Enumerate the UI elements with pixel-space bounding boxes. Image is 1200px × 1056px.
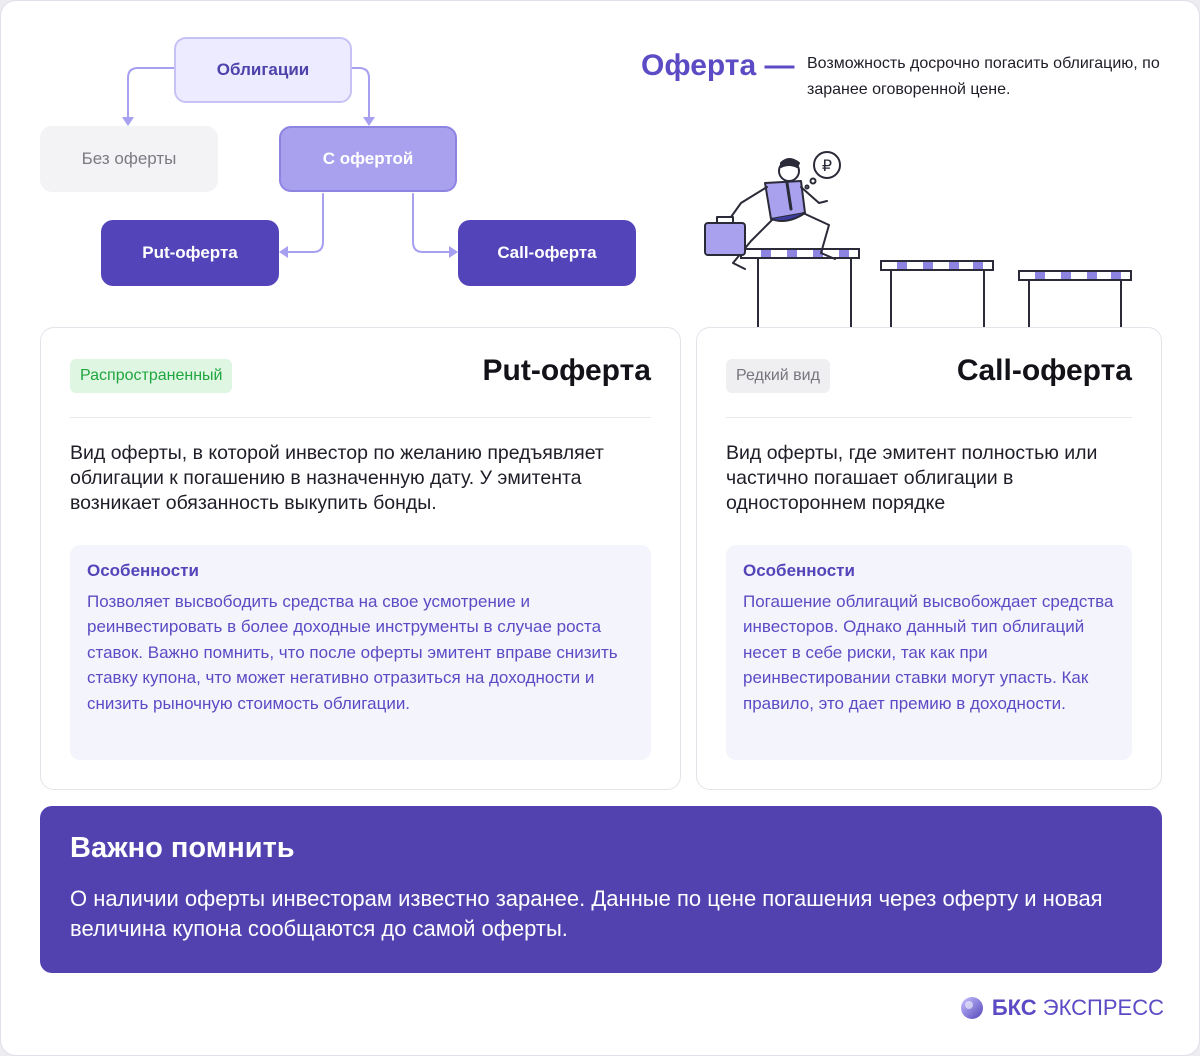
call-features-text: Погашение облигаций высвобождает средств… (743, 592, 1114, 713)
banner-title: Важно помнить (70, 832, 295, 864)
hurdles (740, 248, 1132, 327)
common-badge: Распространенный (70, 359, 233, 393)
flow-node-with-offer: С офертой (279, 126, 457, 192)
flow-node-without-offer: Без оферты (40, 126, 218, 192)
definition-text: Возможность досрочно погасить облигацию,… (807, 55, 1160, 98)
arrow-bonds-to-with (351, 67, 370, 122)
svg-text:₽: ₽ (822, 156, 832, 175)
put-offer-card: Распространенный Put-оферта Вид оферты, … (40, 327, 681, 790)
put-card-description: Вид оферты, в которой инвестор по желани… (70, 442, 604, 514)
arrow-with-to-call (412, 193, 453, 253)
put-features-text: Позволяет высвободить средства на свое у… (87, 592, 618, 713)
flow-node-bonds: Облигации (174, 37, 352, 103)
rare-badge: Редкий вид (726, 359, 830, 393)
put-features-box: Особенности Позволяет высвободить средст… (70, 545, 651, 760)
call-features-title: Особенности (743, 561, 855, 580)
flow-arrows (122, 67, 458, 258)
ruble-coin-icon: ₽ (804, 151, 841, 190)
bcs-logo-icon (960, 997, 983, 1019)
put-features-title: Особенности (87, 561, 199, 580)
banner-text: О наличии оферты инвесторам известно зар… (70, 886, 1103, 941)
important-banner: Важно помнить О наличии оферты инвестора… (40, 806, 1162, 973)
call-features-box: Особенности Погашение облигаций высвобож… (726, 545, 1132, 760)
flow-node-put-offer: Put-оферта (101, 220, 279, 286)
hurdler-illustration: ₽ (704, 151, 1132, 327)
bcs-express-logo: БКС ЭКСПРЕСС (960, 995, 1164, 1021)
divider (726, 417, 1132, 418)
call-offer-card: Редкий вид Call-оферта Вид оферты, где э… (696, 327, 1162, 790)
call-card-title: Call-оферта (956, 354, 1132, 387)
put-card-title: Put-оферта (482, 354, 652, 387)
arrow-with-to-put (285, 193, 324, 253)
call-card-description: Вид оферты, где эмитент полностью или ча… (726, 442, 1098, 514)
runner (704, 158, 836, 270)
divider (70, 417, 651, 418)
definition-term: Оферта — (641, 49, 795, 82)
flow-node-call-offer: Call-оферта (458, 220, 636, 286)
logo-text: БКС ЭКСПРЕСС (991, 995, 1164, 1020)
arrow-bonds-to-without (127, 67, 175, 122)
